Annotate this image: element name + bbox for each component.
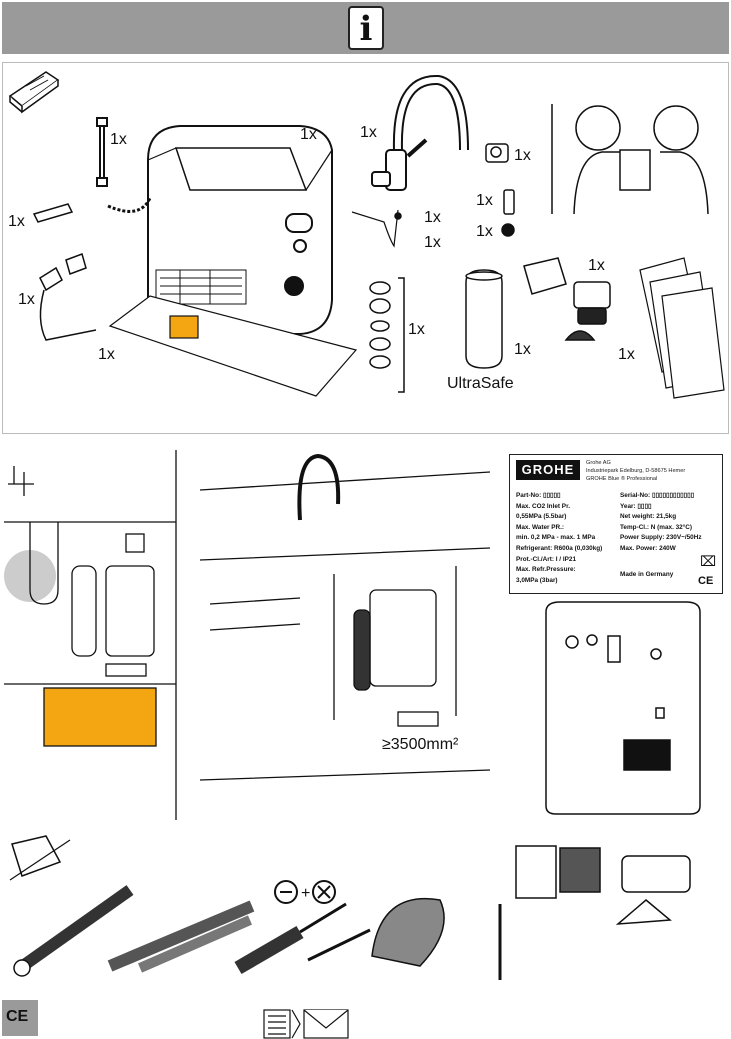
filter-name: UltraSafe — [447, 375, 514, 392]
chiller-unit — [147, 125, 333, 335]
screwdriver-symbols: + — [274, 880, 336, 904]
plate-line: Prot.-Cl./Art: I / IP21 — [516, 555, 577, 563]
plate-line: min. 0,2 MPa - max. 1 MPa — [516, 534, 596, 542]
info-icon: i — [348, 6, 384, 50]
plate-line: Max. Power: 240W — [620, 544, 676, 552]
rating-plate: GROHE Grohe AG Industriepark Edelburg, D… — [509, 454, 723, 594]
installation-illustration — [4, 450, 491, 820]
plate-line: 3,0MPa (3bar) — [516, 576, 558, 584]
qty-cap: 1x — [618, 346, 635, 363]
documents-stack — [639, 257, 725, 399]
qty-seals: 1x — [408, 321, 425, 338]
company-info: Grohe AG Industriepark Edelburg, D-58675… — [586, 459, 685, 483]
plate-left-column: Part-No: ▯▯▯▯▯ Max. CO2 Inlet Pr. 0,55MP… — [516, 491, 602, 586]
header-banner: i — [2, 2, 729, 54]
seal-set — [369, 277, 405, 393]
vent-label: ≥3500mm² — [382, 736, 459, 753]
envelope-icon — [303, 1009, 349, 1039]
made-in-label: Made in Germany — [620, 571, 674, 578]
hose-icon — [96, 117, 108, 187]
plate-line: Refrigerant: R600a (0,030kg) — [516, 544, 603, 552]
footer-ce-text: CE — [6, 1008, 29, 1025]
qty-nut: 1x — [424, 209, 441, 226]
plate-line: Max. Refr.Pressure: — [516, 566, 576, 574]
installation-mat — [108, 295, 358, 397]
plate-line: Power Supply: 230V~/50Hz — [620, 534, 702, 542]
qty-unit: 1x — [300, 126, 317, 143]
filter-cartridge — [465, 269, 503, 369]
qty-mat: 1x — [98, 346, 115, 363]
plate-line: Year: ▯▯▯▯ — [620, 502, 652, 510]
valve-parts — [351, 143, 515, 248]
two-person-icon — [551, 104, 709, 215]
info-glyph: i — [359, 9, 373, 49]
qty-check: 1x — [476, 223, 493, 240]
power-plug — [39, 253, 97, 341]
sensor-bar — [32, 203, 74, 223]
plate-line: Serial-No: ▯▯▯▯▯▯▯▯▯▯▯▯ — [620, 492, 695, 499]
qty-tube: 1x — [424, 234, 441, 251]
company-address: Industriepark Edelburg, D-58675 Hemer — [586, 468, 686, 474]
grohe-logo: GROHE — [516, 460, 580, 480]
plate-line: Part-No: ▯▯▯▯▯ — [516, 492, 561, 499]
plate-line: Net weight: 21,5kg — [620, 513, 677, 521]
plate-line: Max. CO2 Inlet Pr. — [516, 502, 570, 510]
footer-ce-badge: CE — [2, 1000, 38, 1036]
filter-head — [523, 257, 611, 341]
faucet — [371, 74, 469, 191]
package-icon — [8, 71, 60, 114]
company-name: Grohe AG — [586, 460, 611, 466]
svg-text:+: + — [301, 885, 310, 902]
plate-right-column: Serial-No: ▯▯▯▯▯▯▯▯▯▯▯▯ Year: ▯▯▯▯ Net w… — [620, 491, 702, 555]
qty-tee: 1x — [476, 192, 493, 209]
plate-line: Max. Water PR.: — [516, 523, 565, 531]
arrow-icon — [291, 1009, 301, 1039]
qty-hose: 1x — [110, 131, 127, 148]
ce-mark: CE — [698, 575, 714, 587]
qty-plug: 1x — [18, 291, 35, 308]
product-line: GROHE Blue ® Professional — [586, 476, 658, 482]
document-icon — [263, 1009, 291, 1039]
qty-sensor: 1x — [8, 213, 25, 230]
plate-line: 0,55MPa (5.5bar) — [516, 513, 567, 521]
qty-faucet: 1x — [360, 124, 377, 141]
qty-valve: 1x — [514, 147, 531, 164]
weee-bin-icon: ⌧ — [700, 553, 717, 569]
tools-illustration — [9, 835, 691, 980]
qty-filter: 1x — [514, 341, 531, 358]
qty-filterhead: 1x — [588, 257, 605, 274]
plate-line: Temp-Cl.: N (max. 32°C) — [620, 523, 693, 531]
unit-back-view — [545, 601, 701, 815]
